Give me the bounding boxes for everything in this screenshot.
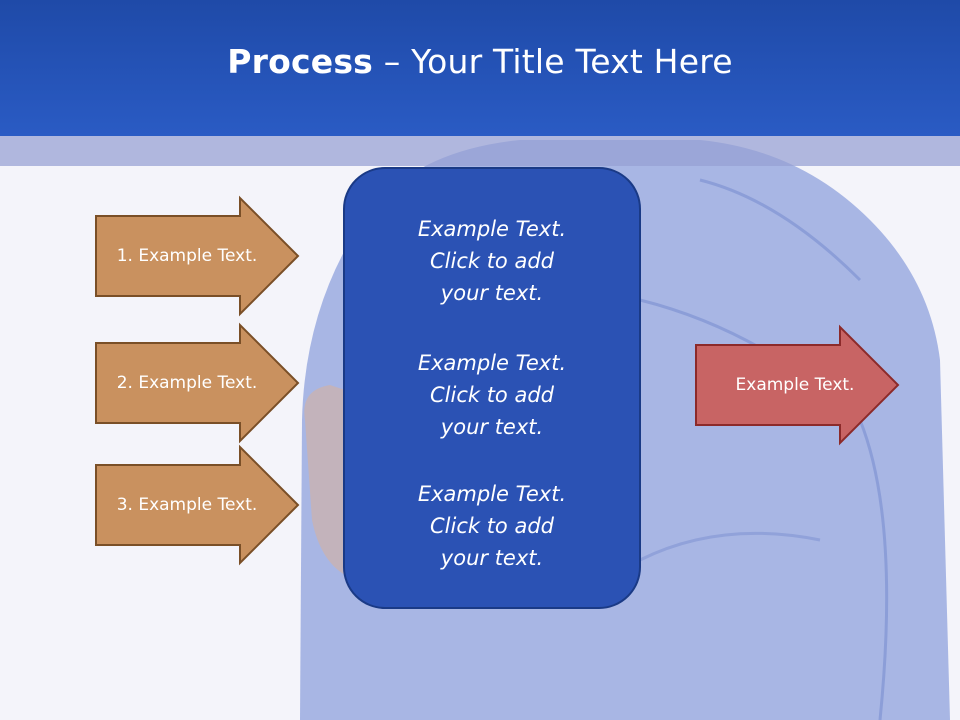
step-arrow-label: 2. Example Text. xyxy=(116,373,258,393)
page-title: Process – Your Title Text Here xyxy=(227,42,733,81)
step-arrow-1[interactable]: 1. Example Text. xyxy=(95,195,300,317)
center-item-line3: your text. xyxy=(440,281,544,305)
output-arrow[interactable]: Example Text. xyxy=(695,324,900,446)
title-rest: – Your Title Text Here xyxy=(373,41,733,81)
step-arrow-shape xyxy=(95,195,300,317)
output-arrow-label: Example Text. xyxy=(735,375,855,395)
center-item-line3: your text. xyxy=(440,415,544,439)
center-item-1[interactable]: Example Text. Click to add your text. xyxy=(345,213,639,309)
output-arrow-shape xyxy=(695,324,900,446)
title-bold: Process xyxy=(227,41,374,81)
center-item-2[interactable]: Example Text. Click to add your text. xyxy=(345,347,639,443)
center-item-line1: Example Text. xyxy=(417,482,567,506)
center-item-line1: Example Text. xyxy=(417,351,567,375)
center-item-3[interactable]: Example Text. Click to add your text. xyxy=(345,478,639,574)
center-item-line2: Click to add xyxy=(429,249,554,273)
center-item-line2: Click to add xyxy=(429,514,554,538)
step-arrow-shape xyxy=(95,444,300,566)
step-arrow-3[interactable]: 3. Example Text. xyxy=(95,444,300,566)
step-arrow-2[interactable]: 2. Example Text. xyxy=(95,322,300,444)
step-arrow-label: 3. Example Text. xyxy=(116,495,258,515)
center-item-line3: your text. xyxy=(440,546,544,570)
center-text-box[interactable]: Example Text. Click to add your text. Ex… xyxy=(343,167,641,609)
center-item-line1: Example Text. xyxy=(417,217,567,241)
title-header: Process – Your Title Text Here xyxy=(0,0,960,136)
step-arrow-shape xyxy=(95,322,300,444)
step-arrow-label: 1. Example Text. xyxy=(116,246,258,266)
header-band xyxy=(0,136,960,166)
center-item-line2: Click to add xyxy=(429,383,554,407)
